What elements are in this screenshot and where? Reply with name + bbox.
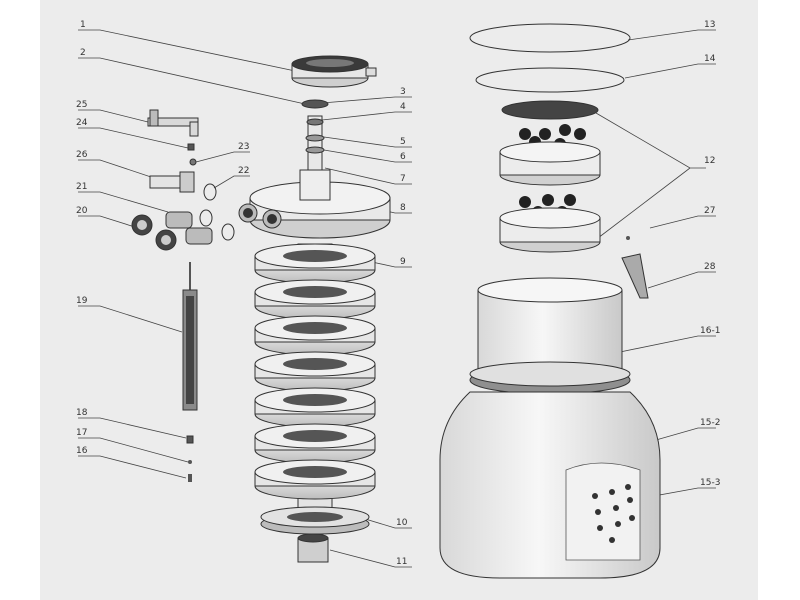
label-4: 4 (400, 102, 406, 112)
tank-holes-15-3 (592, 484, 635, 543)
leader-26 (78, 159, 161, 181)
leader-14 (624, 63, 716, 79)
label-26: 26 (76, 150, 88, 160)
leader-11 (329, 549, 412, 568)
cartridge-12-top (499, 100, 601, 186)
leader-15-2 (655, 427, 716, 441)
cartridge-12-bottom (499, 194, 601, 253)
label-16-1: 16-1 (700, 326, 720, 336)
label-14: 14 (704, 54, 716, 64)
leader-28 (647, 271, 716, 289)
filter-disk (254, 423, 376, 464)
filter-disks (254, 243, 376, 500)
leader-4 (321, 111, 412, 121)
leader-19 (78, 305, 183, 333)
label-24: 24 (76, 118, 88, 128)
couplings-21 (165, 211, 213, 245)
leader-3 (321, 96, 412, 104)
leader-9 (371, 261, 412, 268)
label-27: 27 (704, 206, 715, 216)
leader-23 (195, 151, 250, 163)
label-19: 19 (76, 296, 88, 306)
label-18: 18 (76, 408, 88, 418)
leader-10 (361, 517, 412, 529)
gasket-14 (475, 67, 625, 93)
label-8: 8 (400, 203, 406, 213)
handle-25 (147, 109, 199, 137)
tank-top-16-1 (469, 277, 631, 395)
drain-rod-19 (182, 262, 198, 411)
label-17: 17 (76, 428, 87, 438)
leader-16-1 (619, 335, 716, 353)
label-3: 3 (400, 87, 406, 97)
tank-body-15-2 (439, 391, 661, 579)
label-9: 9 (400, 257, 406, 267)
label-25: 25 (76, 100, 87, 110)
leader-25 (78, 109, 149, 123)
leader-18 (78, 417, 187, 439)
label-15-3: 15-3 (700, 478, 720, 488)
filter-disk (254, 351, 376, 392)
label-16: 16 (76, 446, 88, 456)
filter-disk (254, 315, 376, 356)
leader-16 (78, 455, 187, 479)
filter-disk (254, 279, 376, 320)
leader-22 (213, 175, 250, 189)
leader-2 (78, 57, 306, 105)
part-labels: 1 2 3 4 5 6 7 8 9 10 11 12 13 14 16-1 15… (76, 20, 720, 567)
filter-disk (254, 387, 376, 428)
leader-21 (78, 191, 169, 213)
label-7: 7 (400, 174, 406, 184)
leader-12a (595, 112, 706, 169)
label-28: 28 (704, 262, 716, 272)
screw-27 (626, 236, 630, 240)
leader-12b (597, 167, 691, 239)
pin-17 (188, 460, 192, 464)
leader-13 (627, 29, 716, 41)
leader-20 (78, 215, 139, 229)
leader-7 (324, 167, 412, 185)
label-1: 1 (80, 20, 86, 30)
filter-disk (254, 459, 376, 500)
label-5: 5 (400, 137, 406, 147)
o-rings-22 (199, 183, 235, 241)
fitting-26 (149, 171, 195, 193)
bracket-28 (621, 253, 649, 299)
label-23: 23 (238, 142, 249, 152)
cap-18 (186, 435, 194, 444)
label-12: 12 (704, 156, 715, 166)
leader-6 (323, 149, 412, 163)
leader-24 (78, 127, 189, 149)
label-21: 21 (76, 182, 87, 192)
bottom-connector (297, 533, 329, 563)
label-22: 22 (238, 166, 249, 176)
o-ring-2 (301, 99, 329, 109)
base-plate (260, 506, 370, 535)
washer-23 (189, 158, 197, 166)
valve-head (291, 55, 377, 88)
leader-27 (649, 215, 716, 229)
label-2: 2 (80, 48, 86, 58)
label-10: 10 (396, 518, 408, 528)
nut-24 (187, 143, 195, 151)
label-11: 11 (396, 557, 407, 567)
leader-17 (78, 437, 189, 463)
leader-1 (78, 29, 301, 73)
clamp-ring-13 (469, 23, 631, 53)
label-6: 6 (400, 152, 406, 162)
filter-disk (254, 243, 376, 284)
label-13: 13 (704, 20, 715, 30)
nuts-20 (131, 214, 177, 251)
distributor-cover (238, 169, 391, 239)
leader-5 (323, 136, 412, 148)
label-15-2: 15-2 (700, 418, 720, 428)
screw-16 (188, 474, 192, 482)
label-20: 20 (76, 206, 88, 216)
shaft (305, 115, 325, 177)
